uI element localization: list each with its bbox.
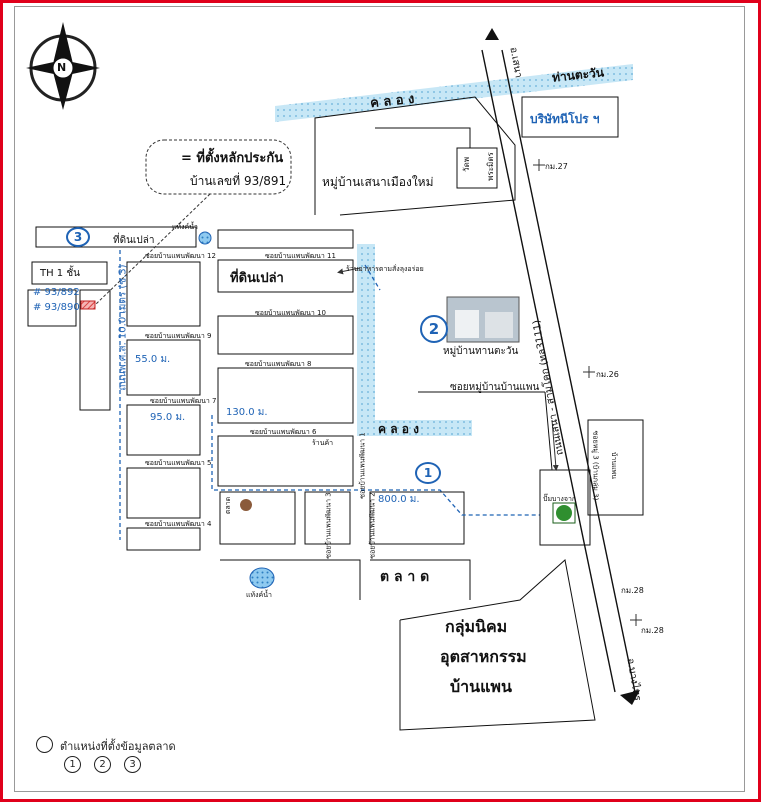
road-left-label: ถนนพ.ศ.ส. 10.0 เมตร (ซ.3) [117, 264, 129, 391]
marker-1: 1 [415, 462, 441, 484]
temple-label-a: วัดพ [461, 157, 471, 172]
legend-marker-2: 2 [94, 756, 111, 773]
right-box-label-2: บ้านแพน [610, 451, 619, 480]
soi4-label: ซอยบ้านแพนพัฒนา 4 [145, 520, 212, 528]
soi1-label: ซอยบ้านแพนพัฒนา 1 [358, 432, 367, 499]
soi-pan-label: ซอยหมู่บ้านบ้านแพน [450, 382, 540, 393]
gas-station-box [539, 469, 591, 546]
legend-text: ตำแหน่งที่ตั้งข้อมูลตลาด [60, 740, 176, 753]
bangsai-arrow-icon [620, 690, 640, 705]
km-markers [533, 159, 642, 626]
water-tank-bottom-label: แท้งค์น้ำ [246, 591, 272, 599]
d130-label: 130.0 ม. [226, 407, 268, 418]
km28-lower-label: กม.28 [641, 626, 664, 635]
ticket-label: ตลาด [224, 496, 233, 515]
block-grid [27, 226, 471, 600]
legend-marker-1: 1 [64, 756, 81, 773]
d55-label: 55.0 ม. [135, 354, 171, 365]
th1-label: TH 1 ชั้น [40, 268, 80, 279]
gas-station-icon [552, 502, 576, 524]
route-line [119, 250, 540, 540]
right-side-box [587, 419, 644, 516]
canal-vertical [357, 244, 375, 420]
soi9-label: ซอยบ้านแพนพัฒนา 9 [145, 332, 212, 340]
soi6-label: ซอยบ้านแพนพัฒนา 6 [250, 428, 317, 436]
legend-marker-3: 3 [124, 756, 141, 773]
silpa-mid-label: ที่ดินเปล่า [230, 271, 284, 286]
canal-south-label: ค ล อ ง [378, 422, 419, 436]
d800-label: 800.0 ม. [378, 494, 420, 505]
map-paper [14, 6, 745, 792]
highway-road [481, 49, 636, 693]
water-tank-top-label: แท้งค์น้ำ [172, 223, 198, 231]
industrial-label-3: บ้านแพน [450, 677, 512, 696]
industrial-outline [399, 559, 596, 731]
soi12-label: ซอยบ้านแพนพัฒนา 12 [145, 252, 216, 260]
marker-2: 2 [420, 315, 448, 343]
legend-circle-icon [36, 736, 53, 753]
callout-line1: = ที่ตั้งหลักประกัน [181, 151, 284, 166]
soi2-label: ซอยบ้านแพนพัฒนา 2 [368, 492, 377, 559]
grave-shop-label: ร้านอาหารตามสั่งลุงอร่อย [346, 265, 424, 273]
water-tank-top-icon [198, 231, 212, 245]
industrial-label-1: กลุ่มนิคม [445, 617, 508, 636]
house-village-label: หมู่บ้านทานตะวัน [443, 346, 519, 357]
soi5-label: ซอยบ้านแพนพัฒนา 5 [145, 459, 212, 467]
callout-bubble [94, 139, 292, 306]
sena-arrow-icon [485, 28, 499, 40]
village-new-label: หมู่บ้านเสนาเมืองใหม่ [322, 175, 434, 189]
silpa-top-label: ที่ดินเปล่า [113, 235, 155, 246]
water-tank-bottom-icon [249, 567, 275, 589]
soi7-label: ซอยบ้านแพนพัฒนา 7 [150, 397, 217, 405]
lot-890-label: # 93/890 [33, 302, 80, 313]
soi8-label: ซอยบ้านแพนพัฒนา 8 [245, 360, 312, 368]
km27-label: กม.27 [545, 162, 568, 171]
km28-upper-label: กม.28 [621, 586, 644, 595]
village-outline [314, 96, 516, 216]
soi3-label: ซอยบ้านแพนพัฒนา 3 [324, 492, 333, 559]
temple-label-b: พระมิตร [485, 152, 495, 181]
marker-3: 3 [66, 227, 90, 247]
station-label: ปั๊มบางจาก [543, 495, 577, 503]
right-box-label-1: ซอยหมู่ 3 (บ้านกลุ่ม 3) [591, 430, 600, 501]
compass-letter: N [57, 61, 67, 74]
lot-892-label: # 93/892 [33, 287, 80, 298]
d95-label: 95.0 ม. [150, 412, 186, 423]
callout-line2: บ้านเลขที่ 93/891 [190, 174, 287, 188]
industrial-label-2: อุตสาหกรรม [440, 647, 527, 666]
canal-north [275, 64, 633, 122]
company-box [521, 96, 619, 138]
canal-south [357, 420, 472, 436]
soi10-label: ซอยบ้านแพนพัฒนา 10 [255, 309, 326, 317]
km26-label: กม.26 [596, 370, 619, 379]
soi11-label: ซอยบ้านแพนพัฒนา 11 [265, 252, 336, 260]
temple-box [456, 147, 498, 189]
market-label: ต ล า ด [380, 569, 430, 585]
shop-label: ร้านค้า [312, 439, 334, 447]
north-arrow-icon [26, 22, 100, 110]
collateral-marker [80, 300, 96, 310]
school-icon [240, 499, 252, 511]
company-label: บริษัทนีโปร ฯ [530, 112, 600, 126]
